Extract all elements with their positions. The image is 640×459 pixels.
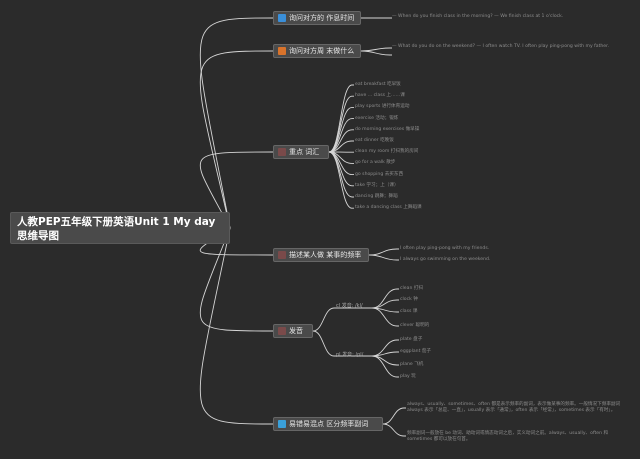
- leaf-connector: [368, 254, 399, 261]
- branch-weekend-question[interactable]: 询问对方周 末做什么: [273, 44, 361, 58]
- leaf-connector: [368, 248, 399, 256]
- star-icon: [278, 420, 286, 428]
- vocabulary-item: take a dancing class 上舞蹈课: [355, 205, 422, 211]
- pronunciation-group-pl: pl 发音: /pl/: [336, 352, 364, 358]
- vocabulary-item: go shopping 去买东西: [355, 171, 404, 177]
- branch-note: 频率副词一般放在 be 动词、助动词或情态动词之后，实义动词之前。always、…: [407, 431, 609, 442]
- pronunciation-group-cl: cl 发音: /kl/: [336, 303, 363, 309]
- pencil-icon: [278, 251, 286, 259]
- vocabulary-item: dancing 跳舞；舞蹈: [355, 194, 398, 199]
- branch-key-vocabulary[interactable]: 重点 词汇: [273, 145, 329, 159]
- pronunciation-word: plate 盘子: [400, 337, 423, 342]
- leaf-connector: [328, 151, 354, 187]
- leaf-connector: [328, 95, 354, 153]
- pronunciation-word: eggplant 茄子: [400, 349, 432, 354]
- root-connector: [199, 151, 274, 229]
- speaker-icon: [278, 327, 286, 335]
- branch-pronunciation[interactable]: 发音: [273, 324, 313, 338]
- root-connector: [199, 17, 274, 229]
- leaf-connector: [328, 151, 354, 209]
- central-topic[interactable]: 人教PEP五年级下册英语Unit 1 My day思维导图: [10, 212, 230, 244]
- branch-schedule-question[interactable]: 询问对方的 作息时间: [273, 11, 361, 25]
- vocabulary-item: play sports 进行体育运动: [355, 104, 410, 110]
- pronunciation-word: clean 打扫: [400, 286, 424, 291]
- branch-note: — When do you finish class in the mornin…: [392, 14, 564, 19]
- pronunciation-word: plane 飞机: [400, 362, 424, 367]
- leaf-connector: [312, 330, 372, 357]
- flag-icon: [278, 47, 286, 55]
- branch-label: 描述某人做 某事的频率: [289, 251, 362, 259]
- branch-note: I often play ping-pong with my friends.: [400, 246, 490, 251]
- book-icon: [278, 148, 286, 156]
- leaf-connector: [371, 351, 399, 357]
- vocabulary-item: have ... class 上……课: [355, 93, 405, 99]
- house-icon: [278, 14, 286, 22]
- leaf-connector: [371, 307, 399, 327]
- leaf-connector: [371, 288, 399, 309]
- root-connector: [199, 227, 274, 425]
- leaf-connector: [328, 118, 354, 153]
- leaf-connector: [382, 423, 406, 437]
- pronunciation-word: clever 聪明的: [400, 323, 430, 328]
- branch-note: — What do you do on the weekend? — I oft…: [392, 44, 610, 49]
- leaf-connector: [371, 355, 399, 378]
- branch-label: 询问对方的 作息时间: [289, 14, 355, 22]
- vocabulary-item: take 学习；上（课）: [355, 182, 399, 188]
- vocabulary-item: eat breakfast 吃早饭: [355, 82, 401, 87]
- vocabulary-item: do morning exercises 做早操: [355, 126, 420, 132]
- leaf-connector: [382, 407, 406, 425]
- root-connector: [199, 227, 274, 332]
- vocabulary-item: eat dinner 吃晚饭: [355, 138, 394, 143]
- root-connector: [199, 50, 274, 229]
- central-topic-title: 人教PEP五年级下册英语Unit 1 My day思维导图: [17, 216, 216, 242]
- pronunciation-word: clock 钟: [400, 297, 418, 302]
- branch-note: I always go swimming on the weekend.: [400, 257, 491, 262]
- branch-frequency[interactable]: 描述某人做 某事的频率: [273, 248, 369, 262]
- branch-label: 发音: [289, 327, 303, 335]
- branch-label: 易错易混点 区分频率副词: [289, 420, 369, 428]
- branch-frequency-adverbs[interactable]: 易错易混点 区分频率副词: [273, 417, 383, 431]
- branch-label: 重点 词汇: [289, 148, 320, 156]
- branch-label: 询问对方周 末做什么: [289, 47, 355, 55]
- leaf-connector: [312, 307, 372, 332]
- vocabulary-item: clean my room 打扫我的房间: [355, 149, 419, 155]
- branch-note: always、usually、sometimes、often 都是表示频率的副词…: [407, 402, 621, 413]
- vocabulary-item: exercise 活动；锻炼: [355, 115, 399, 121]
- leaf-connector: [360, 50, 392, 56]
- pronunciation-word: class 课: [400, 309, 418, 314]
- vocabulary-item: go for a walk 散步: [355, 160, 396, 166]
- leaf-connector: [360, 47, 392, 52]
- pronunciation-word: play 玩: [400, 374, 416, 379]
